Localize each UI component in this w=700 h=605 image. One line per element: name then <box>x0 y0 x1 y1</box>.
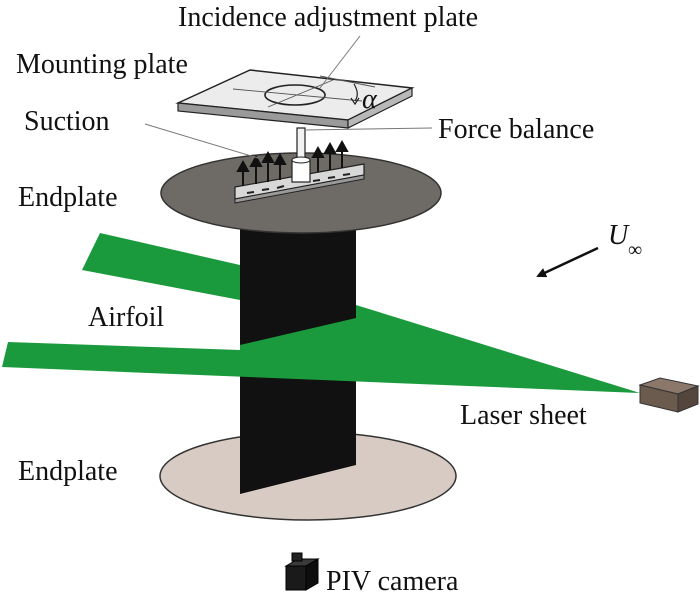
label-incidence-plate: Incidence adjustment plate <box>178 2 478 33</box>
leader-incidence-plate <box>319 35 361 89</box>
label-piv-camera: PIV camera <box>326 566 459 597</box>
leader-suction <box>144 123 259 159</box>
suction-arrows <box>236 139 349 186</box>
piv-camera-icon <box>284 552 320 591</box>
label-mounting-plate: Mounting plate <box>16 49 188 80</box>
label-freestream-symbol: U <box>608 220 630 251</box>
force-balance <box>291 127 311 183</box>
label-alpha: α <box>362 84 378 115</box>
freestream-arrow <box>536 246 599 278</box>
label-freestream-subscript: ∞ <box>628 239 642 261</box>
label-laser-sheet: Laser sheet <box>460 400 587 431</box>
label-airfoil: Airfoil <box>88 302 164 333</box>
label-force-balance: Force balance <box>438 114 594 145</box>
label-suction: Suction <box>24 106 110 137</box>
label-endplate-top: Endplate <box>18 182 118 213</box>
laser-sheet-lower <box>2 305 640 393</box>
laser-source <box>638 377 700 413</box>
label-endplate-bottom: Endplate <box>18 456 118 487</box>
mounting-plate <box>175 69 415 129</box>
laser-sheet-upper <box>82 233 240 300</box>
leader-force-balance <box>304 127 433 131</box>
